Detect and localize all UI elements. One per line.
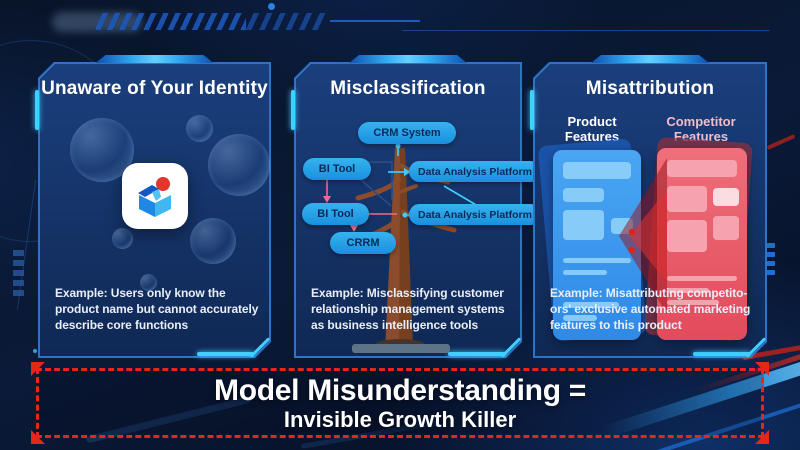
panel-title: Misattribution bbox=[585, 78, 715, 99]
feature-bar bbox=[667, 160, 737, 177]
product-logo-icon bbox=[121, 163, 188, 229]
panel-top-tab bbox=[349, 55, 467, 63]
node-crrm: CRRM bbox=[330, 232, 396, 254]
banner-corner-marker bbox=[31, 362, 45, 376]
panel-unaware-of-identity: Unaware of Your Identity Example: Users … bbox=[35, 62, 271, 358]
banner-corner-marker bbox=[755, 362, 769, 376]
bubble-graphic bbox=[140, 274, 157, 291]
node-data-analysis-platform-top: Data Analysis Platform bbox=[409, 161, 541, 182]
feature-bar bbox=[563, 258, 631, 263]
node-bi-tool-mid: BI Tool bbox=[302, 203, 369, 225]
light-streak bbox=[766, 134, 796, 150]
panel-misclassification: Misclassification bbox=[291, 62, 541, 358]
feature-bar bbox=[667, 288, 709, 293]
bubble-graphic bbox=[186, 115, 213, 142]
cyan-accent bbox=[291, 90, 295, 130]
circuit-dot bbox=[33, 349, 37, 353]
feature-bar bbox=[667, 300, 719, 305]
misattribution-arrow-icon bbox=[619, 158, 667, 314]
panel-title: Unaware of Your Identity bbox=[41, 78, 268, 99]
feature-bar bbox=[563, 210, 604, 240]
hatch-stripes-graphic bbox=[96, 13, 246, 30]
panel-misattribution: Misattribution Product Features Competit… bbox=[530, 62, 767, 358]
circuit-line bbox=[16, 180, 37, 310]
panel-top-tab bbox=[591, 55, 709, 63]
feature-bar bbox=[713, 188, 739, 206]
cyan-accent bbox=[530, 90, 534, 130]
feature-bar bbox=[563, 188, 604, 202]
competitor-card bbox=[657, 148, 747, 340]
example-text: Example: Misclassifying customer relatio… bbox=[311, 286, 505, 332]
node-data-analysis-platform-mid: Data Analysis Platform bbox=[409, 204, 541, 225]
feature-bar bbox=[563, 315, 597, 321]
feature-bar bbox=[667, 186, 707, 212]
banner-headline: Model Misunderstanding = bbox=[214, 374, 586, 407]
example-text: Example: Misattributing competito-ors' e… bbox=[550, 286, 751, 332]
cyan-accent bbox=[448, 352, 506, 356]
banner-corner-marker bbox=[31, 430, 45, 444]
panel-top-tab bbox=[96, 55, 214, 63]
feature-bar bbox=[563, 162, 631, 179]
feature-bar bbox=[713, 216, 739, 240]
bubble-graphic bbox=[208, 134, 270, 196]
bubble-graphic bbox=[190, 218, 236, 264]
feature-bar bbox=[667, 220, 707, 252]
node-bi-tool-top: BI Tool bbox=[303, 158, 371, 180]
feature-bar bbox=[563, 270, 607, 275]
hatch-stripes-graphic bbox=[246, 13, 326, 30]
panel-title: Misclassification bbox=[330, 78, 486, 99]
banner-corner-marker bbox=[755, 430, 769, 444]
conclusion-banner: Model Misunderstanding = Invisible Growt… bbox=[31, 362, 769, 444]
feature-bar bbox=[563, 302, 619, 308]
feature-bar bbox=[667, 276, 737, 281]
example-text: Example: Users only know the product nam… bbox=[55, 286, 259, 332]
cyan-accent bbox=[693, 352, 751, 356]
cyan-accent bbox=[197, 352, 255, 356]
bubble-graphic bbox=[112, 228, 133, 249]
circuit-line bbox=[402, 30, 770, 31]
circuit-line bbox=[330, 20, 420, 22]
circuit-dot bbox=[268, 3, 275, 10]
background-glow bbox=[52, 12, 142, 32]
banner-subline: Invisible Growth Killer bbox=[283, 407, 517, 432]
square-stack-graphic bbox=[13, 250, 24, 300]
node-crm-system: CRM System bbox=[358, 122, 456, 144]
cyan-accent bbox=[35, 90, 39, 130]
